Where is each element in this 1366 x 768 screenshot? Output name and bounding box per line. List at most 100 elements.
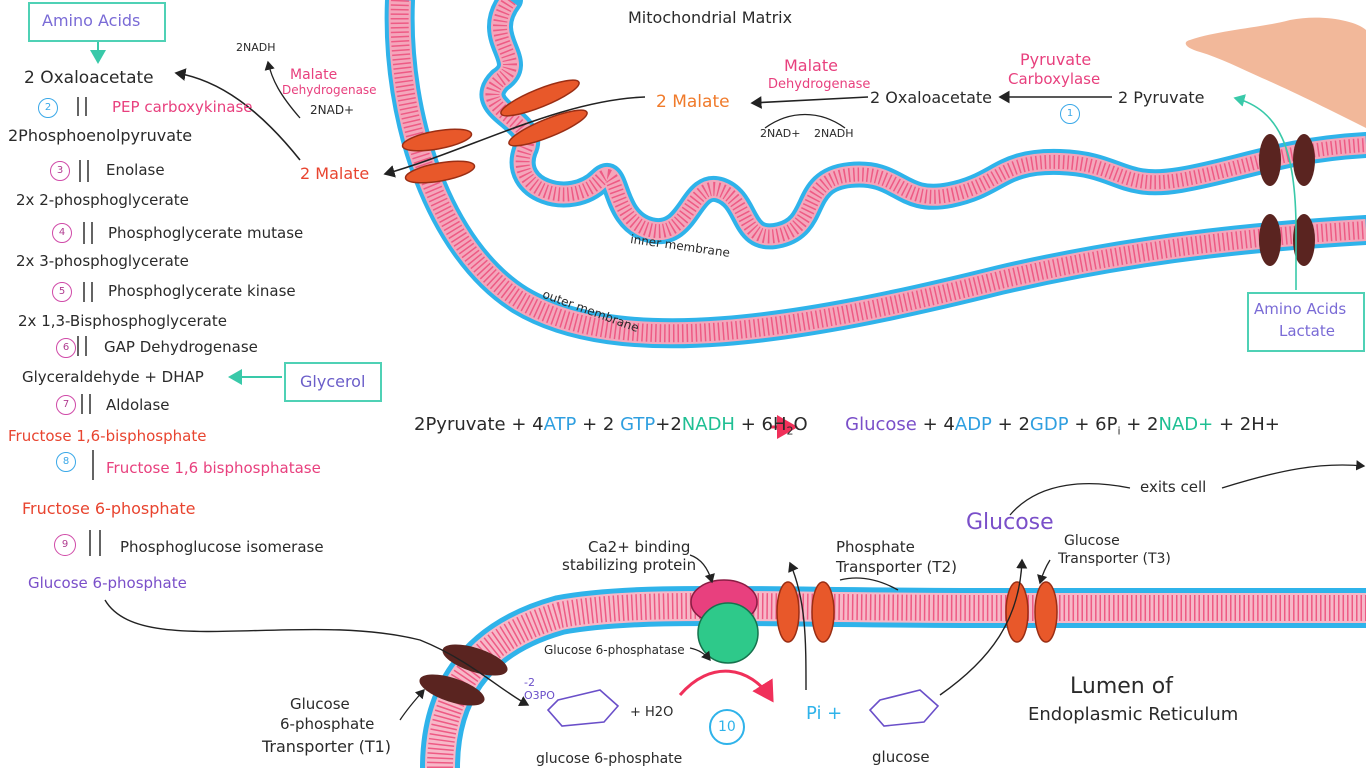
nad-left: 2NAD+ [310, 103, 355, 117]
step-2-marker: 2 [38, 98, 58, 118]
eq-pyruvate: 2Pyruvate [414, 414, 506, 435]
eq-pi-sub: i [1117, 424, 1121, 438]
plus-h2o: + H2O [630, 705, 674, 720]
eq-h2o-o: O [793, 414, 808, 435]
presenter-hand [1185, 17, 1366, 128]
malate-transporter [401, 79, 588, 184]
nad-matrix: 2NAD+ [760, 127, 801, 140]
eq-plus8: + 2 [1126, 414, 1159, 435]
metabolite-pep: 2Phosphoenolpyruvate [8, 126, 193, 145]
step-10-marker: 10 [718, 719, 736, 735]
eq-plus2: + 2 [582, 414, 615, 435]
metabolite-f16bp: Fructose 1,6-bisphosphate [8, 427, 207, 445]
amino-acids-box: Amino Acids [28, 2, 166, 42]
nadh-left: 2NADH [236, 41, 276, 54]
eq-gdp: GDP [1029, 414, 1069, 435]
lumen-line1: Lumen of [1070, 674, 1173, 699]
step-6-marker: 6 [56, 338, 76, 358]
g6pase-label: Glucose 6-phosphatase [544, 643, 685, 657]
mito-outer-membrane [384, 0, 1366, 349]
step-4-marker: 4 [52, 223, 72, 243]
t3-line2: Transporter (T3) [1058, 551, 1171, 567]
eq-gtp: GTP [620, 414, 656, 435]
metabolite-oxaloacetate: 2 Oxaloacetate [24, 68, 154, 88]
mdh-left-line2: Dehydrogenase [282, 83, 377, 97]
step-3-marker: 3 [50, 161, 70, 181]
pyruvate-matrix: 2 Pyruvate [1118, 88, 1205, 107]
pyruvate-transporter [1259, 134, 1315, 266]
metabolite-g6p: Glucose 6-phosphate [28, 574, 187, 592]
enzyme-pep-carboxykinase: PEP carboxykinase [112, 98, 253, 116]
eq-plus3: +2 [655, 414, 682, 435]
aa-lactate-box: Amino Acids Lactate [1247, 292, 1365, 352]
glycerol-box: Glycerol [284, 362, 382, 402]
metabolite-bpg: 2x 1,3-Bisphosphoglycerate [18, 312, 227, 330]
metabolite-3pg: 2x 3-phosphoglycerate [16, 252, 189, 270]
eq-adp: ADP [954, 414, 992, 435]
enzyme-phosphoglycerate-mutase: Phosphoglycerate mutase [108, 224, 304, 242]
g6p-molecule-label: glucose 6-phosphate [536, 751, 683, 767]
lumen-line2: Endoplasmic Reticulum [1028, 704, 1239, 725]
step-7-marker: 7 [56, 395, 76, 415]
pc-line2: Carboxylase [1008, 70, 1101, 88]
enzyme-enolase: Enolase [106, 161, 165, 179]
mitochondrial-matrix-label: Mitochondrial Matrix [628, 8, 793, 27]
t2-line2: Transporter (T2) [836, 558, 957, 576]
eq-plus6: + 2 [997, 414, 1030, 435]
glucose-molecule-label: glucose [872, 748, 930, 766]
eq-plus7: + 6P [1074, 414, 1118, 435]
enzyme-phosphoglucose-isomerase: Phosphoglucose isomerase [120, 538, 324, 556]
step-1-marker: 1 [1060, 104, 1080, 124]
mdh-left-line1: Malate [290, 67, 338, 83]
overall-equation: 2Pyruvate + 4ATP + 2 GTP+2NADH + 6H2O Gl… [414, 416, 1280, 437]
eq-glucose: Glucose [845, 414, 917, 435]
eq-nadh: NADH [681, 414, 735, 435]
glucose-6-phosphatase-enzyme [697, 602, 759, 664]
nadh-matrix: 2NADH [814, 127, 854, 140]
t1-line3: Transporter (T1) [262, 737, 392, 756]
amino-acids-label: Amino Acids [42, 11, 141, 30]
exits-cell-label: exits cell [1140, 478, 1207, 496]
mdh-top-line1: Malate [784, 56, 838, 75]
aa-lactate-line2: Lactate [1279, 322, 1335, 340]
t1-line2: 6-phosphate [280, 715, 375, 733]
eq-plus5: + 4 [922, 414, 955, 435]
g6p-ring [546, 689, 620, 727]
malate-matrix: 2 Malate [656, 92, 730, 112]
t3-line1: Glucose [1064, 533, 1120, 549]
enzyme-aldolase: Aldolase [106, 396, 170, 414]
pi-product: Pi + [806, 703, 843, 724]
glycerol-label: Glycerol [300, 372, 366, 391]
enzyme-phosphoglycerate-kinase: Phosphoglycerate kinase [108, 282, 296, 300]
mdh-top-line2: Dehydrogenase [768, 77, 871, 92]
po3-group: -2 O3PO [524, 676, 555, 703]
ca-protein-line1: Ca2+ binding [588, 538, 691, 556]
eq-atp: ATP [543, 414, 577, 435]
metabolite-g3p-dhap: Glyceraldehyde + DHAP [22, 368, 204, 386]
metabolite-2pg: 2x 2-phosphoglycerate [16, 191, 189, 209]
t1-line1: Glucose [290, 695, 350, 713]
metabolite-f6p: Fructose 6-phosphate [22, 499, 196, 518]
pc-line1: Pyruvate [1020, 50, 1092, 69]
enzyme-gap-dehydrogenase: GAP Dehydrogenase [104, 338, 258, 356]
step-8-marker: 8 [56, 452, 76, 472]
eq-plus4: + 6H [740, 414, 787, 435]
glucose-exiting: Glucose [966, 510, 1054, 535]
ca-protein-line2: stabilizing protein [562, 556, 697, 574]
oxaloacetate-matrix: 2 Oxaloacetate [870, 88, 993, 107]
step-5-marker: 5 [52, 282, 72, 302]
eq-h2o-sub: 2 [786, 424, 794, 438]
glucose-ring [868, 689, 940, 727]
step-9-marker: 9 [54, 534, 76, 556]
pathway-arrows [77, 97, 101, 556]
eq-nad: NAD+ [1158, 414, 1214, 435]
aa-lactate-line1: Amino Acids [1254, 300, 1347, 318]
eq-plus1: + 4 [511, 414, 544, 435]
malate-cytosol: 2 Malate [300, 164, 370, 183]
er-membrane [420, 585, 1366, 768]
enzyme-fbpase: Fructose 1,6 bisphosphatase [106, 459, 321, 477]
eq-h: + 2H+ [1218, 414, 1280, 435]
t2-line1: Phosphate [836, 538, 915, 556]
